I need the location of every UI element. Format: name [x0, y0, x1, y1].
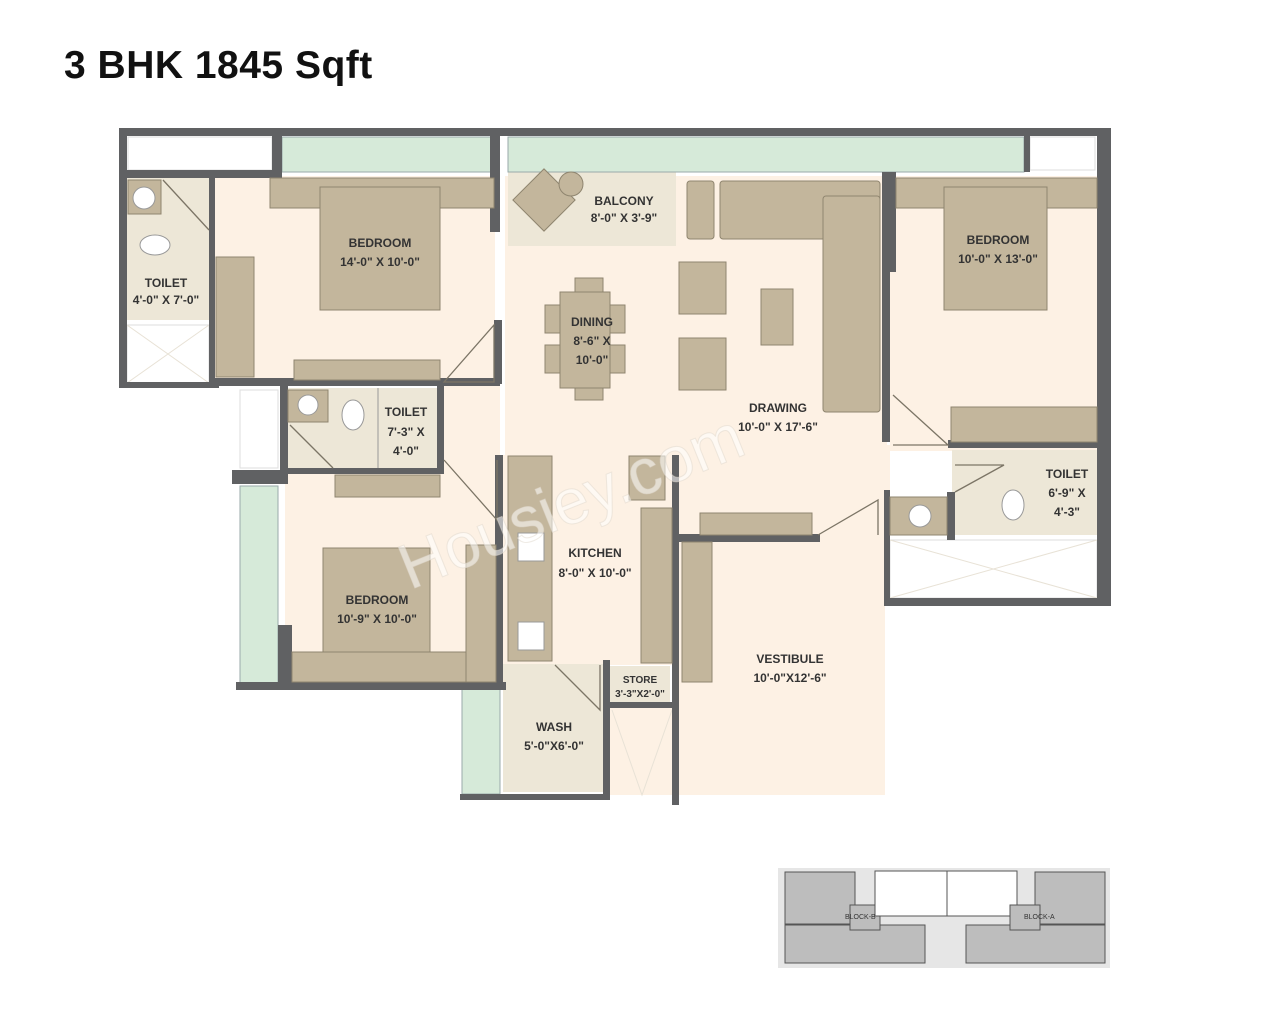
bed-icon: [319, 186, 441, 311]
wc-icon: [1001, 489, 1025, 521]
wardrobe-icon: [334, 474, 441, 498]
wc-icon: [341, 399, 365, 431]
bedroom-2-name: BEDROOM: [967, 233, 1030, 247]
bedroom-1-name: BEDROOM: [349, 236, 412, 250]
cabinet-icon: [699, 512, 813, 536]
bed-icon: [322, 547, 431, 672]
sink-icon: [517, 621, 545, 651]
drawing-size: 10'-0" X 17'-6": [738, 420, 818, 434]
dining-table-icon: [559, 291, 611, 389]
table-icon: [558, 171, 584, 197]
balcony-name: BALCONY: [594, 194, 653, 208]
block-a-label: BLOCK-A: [1024, 914, 1055, 921]
vestibule-name: VESTIBULE: [756, 652, 823, 666]
bedroom-1-size: 14'-0" X 10'-0": [340, 255, 420, 269]
store-name: STORE: [623, 675, 658, 686]
wc-icon: [139, 234, 171, 256]
store-size: 3'-3"X2'-0": [615, 689, 665, 700]
bedroom-3-size: 10'-9" X 10'-0": [337, 612, 417, 626]
coffee-table-icon: [760, 288, 794, 346]
block-b-label: BLOCK-B: [845, 914, 876, 921]
toilet-2-name: TOILET: [385, 405, 428, 419]
toilet-2-size-1: 7'-3" X: [387, 425, 424, 439]
bedroom-2-size: 10'-0" X 13'-0": [958, 252, 1038, 266]
sofa-icon: [822, 195, 881, 413]
wash-name: WASH: [536, 720, 572, 734]
toilet-2-size-2: 4'-0": [393, 444, 419, 458]
toilet-3-name: TOILET: [1046, 467, 1089, 481]
armchair-icon: [678, 261, 727, 315]
wardrobe-icon: [293, 359, 441, 381]
wash-size: 5'-0"X6'-0": [524, 739, 584, 753]
dining-name: DINING: [571, 315, 613, 329]
furniture: [127, 168, 1098, 683]
plan-title: 3 BHK 1845 Sqft: [64, 44, 373, 87]
dining-size-2: 10'-0": [576, 353, 609, 367]
armchair-icon: [678, 337, 727, 391]
stove-icon: [517, 532, 545, 562]
drawing-name: DRAWING: [749, 401, 807, 415]
kitchen-name: KITCHEN: [568, 546, 621, 560]
toilet-3-size-1: 6'-9" X: [1048, 486, 1085, 500]
dining-size-1: 8'-6" X: [573, 334, 610, 348]
walls: [119, 128, 1111, 805]
key-plan: BLOCK-B BLOCK-A: [778, 868, 1110, 968]
bed-icon: [943, 186, 1048, 311]
bedroom-3-name: BEDROOM: [346, 593, 409, 607]
wardrobe-icon: [950, 406, 1098, 443]
vestibule-size: 10'-0"X12'-6": [753, 671, 826, 685]
room-labels: TOILET 4'-0" X 7'-0" BEDROOM 14'-0" X 10…: [133, 194, 1089, 753]
doors: [162, 179, 1005, 712]
wardrobe-icon: [215, 256, 255, 378]
toilet-3-size-2: 4'-3": [1054, 505, 1080, 519]
toilet-1-size: 4'-0" X 7'-0": [133, 293, 199, 307]
kitchen-size: 8'-0" X 10'-0": [558, 566, 631, 580]
balcony-size: 8'-0" X 3'-9": [591, 211, 657, 225]
toilet-1-name: TOILET: [145, 276, 188, 290]
